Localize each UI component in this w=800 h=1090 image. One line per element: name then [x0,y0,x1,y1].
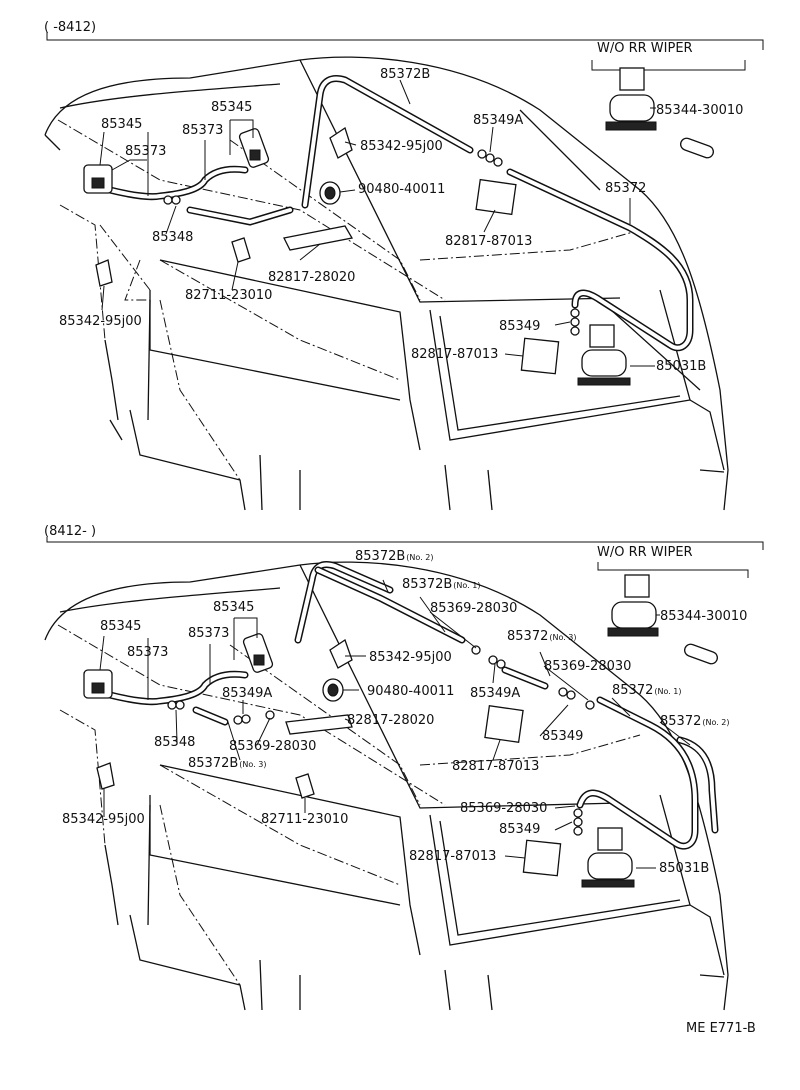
callout-85349A-right: 85349A [470,686,520,701]
callout-85345: 85345 [213,600,254,615]
callout-82817-87013-lower: 82817-87013 [409,849,496,864]
callout-82711-23010: 82711-23010 [185,288,272,303]
callout-85345-left: 85345 [100,619,141,634]
callout-85372-no1: 85372(No. 1) [612,683,682,698]
callout-85373-left: 85373 [127,645,168,660]
callout-82817-28020: 82817-28020 [347,713,434,728]
section-upper-range: ( -8412) [44,20,96,35]
callout-85372B-no1: 85372B(No. 1) [402,577,480,592]
callout-82817-87013: 82817-87013 [452,759,539,774]
callout-85372-no3: 85372(No. 3) [507,629,577,644]
callout-85369-28030-left: 85369-28030 [229,739,316,754]
section-lower-bracket [46,537,764,550]
variant-label-lower: W/O RR WIPER [597,545,693,560]
callout-85369-28030-top: 85369-28030 [430,601,517,616]
callout-85349-mid: 85349 [542,729,583,744]
hose-85373-upper [106,165,294,226]
label-82817-87013-mid-lower [484,705,524,743]
callout-85373: 85373 [188,626,229,641]
label-82817-87013-upper [475,178,517,216]
callout-85342-95j00: 85342-95j00 [369,650,452,665]
label-82817-87013-lower-lower [522,839,562,877]
callout-85372: 85372 [605,181,646,196]
section-upper-bracket [46,32,764,50]
callout-85345-left: 85345 [101,117,142,132]
callout-85342-95j00-lower: 85342-95j00 [62,812,145,827]
callout-85344-30010: 85344-30010 [660,609,747,624]
section-upper: ( -8412) [44,20,764,511]
callout-85372B-no2: 85372B(No. 2) [355,549,433,564]
section-lower-range: (8412- ) [44,524,96,539]
callout-85372-no2: 85372(No. 2) [660,714,730,729]
nozzle-left-upper [83,164,113,194]
callout-85349-low: 85349 [499,822,540,837]
nozzle-right-upper [238,128,270,168]
joint-85349-lower [471,645,595,836]
callout-85373-left: 85373 [125,144,166,159]
callout-85031B: 85031B [656,359,706,374]
label-82817-87013-lower-upper [520,337,560,375]
joint-85349A-lower [233,655,506,725]
hose-85372-upper [301,75,694,352]
clip-85342-upper [329,126,353,159]
callout-85373: 85373 [182,123,223,138]
clip-85342-lower [329,638,353,669]
pump-85344-lower [597,562,749,665]
clip-85342-lower-upper [95,259,113,287]
callout-85349A: 85349A [473,113,523,128]
nozzle-right-lower [242,633,274,673]
van-body-upper [44,56,729,511]
pump-85031B-upper [577,324,631,386]
callout-85369-28030-low: 85369-28030 [460,801,547,816]
label-82817-28020-lower [285,714,353,735]
section-lower: (8412- ) [44,524,764,1011]
callout-85031B: 85031B [659,861,709,876]
leaders-upper [99,79,656,367]
clamp-82711-lower [295,773,315,799]
variant-label-upper: W/O RR WIPER [597,41,693,56]
pipe-85348-lower [167,700,185,710]
callout-85342-95j00-lower: 85342-95j00 [59,314,142,329]
callout-90480-40011: 90480-40011 [367,684,454,699]
callout-82817-87013-lower: 82817-87013 [411,347,498,362]
callout-85344-30010: 85344-30010 [656,103,743,118]
joint-85349-upper [570,308,580,336]
callout-90480-40011: 90480-40011 [358,182,445,197]
callout-85348: 85348 [154,735,195,750]
clip-85342-bottom-lower [96,762,115,790]
grommet-90480-lower [322,678,344,702]
callout-85372B-no3: 85372B(No. 3) [188,756,266,771]
pump-85344-upper [591,60,746,159]
callout-82817-87013: 82817-87013 [445,234,532,249]
labels-upper: W/O RR WIPER 85372B 85345 85349A 85345 8… [59,41,743,374]
pump-85031B-lower [581,827,635,888]
pipe-85348-upper [163,195,181,205]
callout-82711-23010: 82711-23010 [261,812,348,827]
labels-lower: W/O RR WIPER 85372B(No. 2) 85372B(No. 1)… [62,545,747,876]
callout-85345: 85345 [211,100,252,115]
callout-85372B: 85372B [380,67,430,82]
callout-85349: 85349 [499,319,540,334]
leaders-lower [99,579,691,869]
nozzle-left-lower [83,669,113,699]
footer-code: ME E771-B [686,1021,756,1036]
hose-85373-lower [106,670,249,726]
callout-85348: 85348 [152,230,193,245]
joint-85349A-upper [477,149,503,167]
callout-85369-28030-mid: 85369-28030 [544,659,631,674]
grommet-90480-upper [319,181,341,205]
label-82817-28020-upper [283,225,354,251]
callout-85349A-left: 85349A [222,686,272,701]
clamp-82711-upper [231,237,251,263]
callout-82817-28020: 82817-28020 [268,270,355,285]
callout-85342-95j00: 85342-95j00 [360,139,443,154]
